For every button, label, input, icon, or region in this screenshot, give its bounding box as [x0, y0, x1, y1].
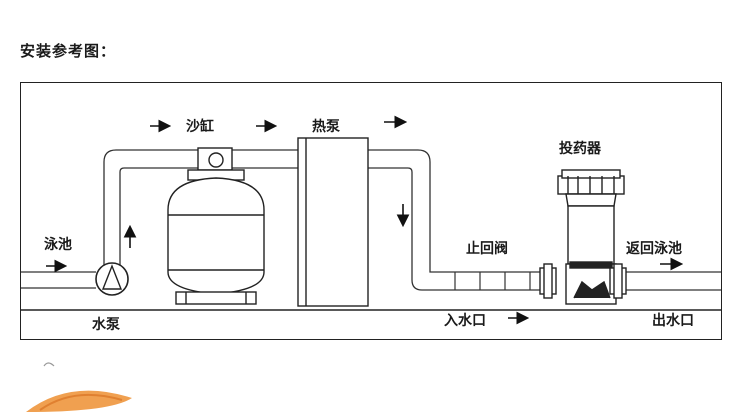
page-title: 安装参考图：: [20, 42, 117, 60]
label-dispenser: 投药器: [559, 141, 601, 157]
label-pump: 水泵: [92, 317, 120, 333]
riser-pipe: [103, 149, 300, 268]
umbrella-icon: [26, 362, 132, 412]
check-valve-segments: [454, 272, 531, 290]
label-sand-filter: 沙缸: [186, 119, 214, 135]
sand-filter-icon: [167, 147, 265, 305]
inlet-pipe: [21, 271, 96, 289]
label-inlet: 入水口: [444, 313, 486, 329]
diagram-frame: [20, 82, 722, 340]
dispenser-icon: [539, 169, 627, 305]
heatpump-outlet-pipe: [368, 149, 540, 291]
flow-arrows: [46, 115, 684, 325]
return-pipe: [620, 271, 721, 291]
label-check-valve: 止回阀: [466, 241, 508, 257]
heat-pump-icon: [297, 137, 369, 307]
label-outlet: 出水口: [652, 313, 694, 329]
label-return-pool: 返回泳池: [626, 241, 682, 257]
label-pool: 泳池: [44, 237, 72, 253]
pump-icon: [95, 262, 129, 296]
label-heat-pump: 热泵: [312, 119, 340, 135]
